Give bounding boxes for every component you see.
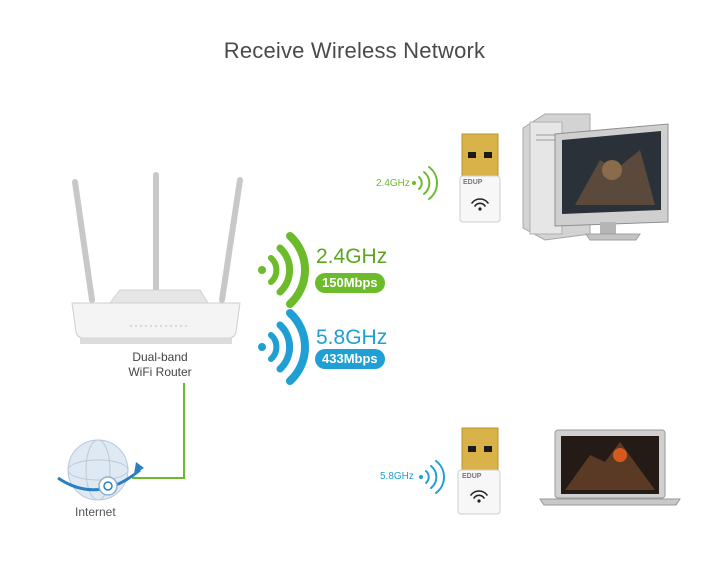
band-2-4ghz-speed-badge: 150Mbps xyxy=(315,273,385,293)
wifi-2-4ghz-icon xyxy=(258,232,310,308)
usb-adapter-top-icon xyxy=(459,133,501,223)
adapter-top-brand: EDUP xyxy=(463,179,483,186)
internet-label: Internet xyxy=(75,505,116,519)
desktop-computer-icon xyxy=(522,113,669,241)
usb-adapter-bottom-icon xyxy=(457,427,501,515)
small-wifi-blue-icon xyxy=(419,460,445,494)
adapter-top-freq-label: 2.4GHz xyxy=(376,178,410,189)
adapter-bottom-brand: EDUP xyxy=(462,473,482,480)
page-title: Receive Wireless Network xyxy=(223,38,486,63)
band-5-8ghz-label: 5.8GHz xyxy=(316,326,388,349)
router-internet-line xyxy=(132,383,185,479)
wifi-5-8ghz-icon xyxy=(258,309,310,385)
small-wifi-green-icon xyxy=(412,166,438,200)
laptop-icon xyxy=(539,429,681,506)
adapter-bottom-freq-label: 5.8GHz xyxy=(380,471,414,482)
internet-globe-icon xyxy=(57,439,144,501)
router-label-line2: WiFi Router xyxy=(128,365,192,379)
band-2-4ghz-label: 2.4GHz xyxy=(316,245,388,268)
router-label: Dual-band WiFi Router xyxy=(112,350,208,380)
router-icon xyxy=(71,172,243,344)
band-5-8ghz-speed-badge: 433Mbps xyxy=(315,349,385,369)
router-label-line1: Dual-band xyxy=(132,350,188,364)
